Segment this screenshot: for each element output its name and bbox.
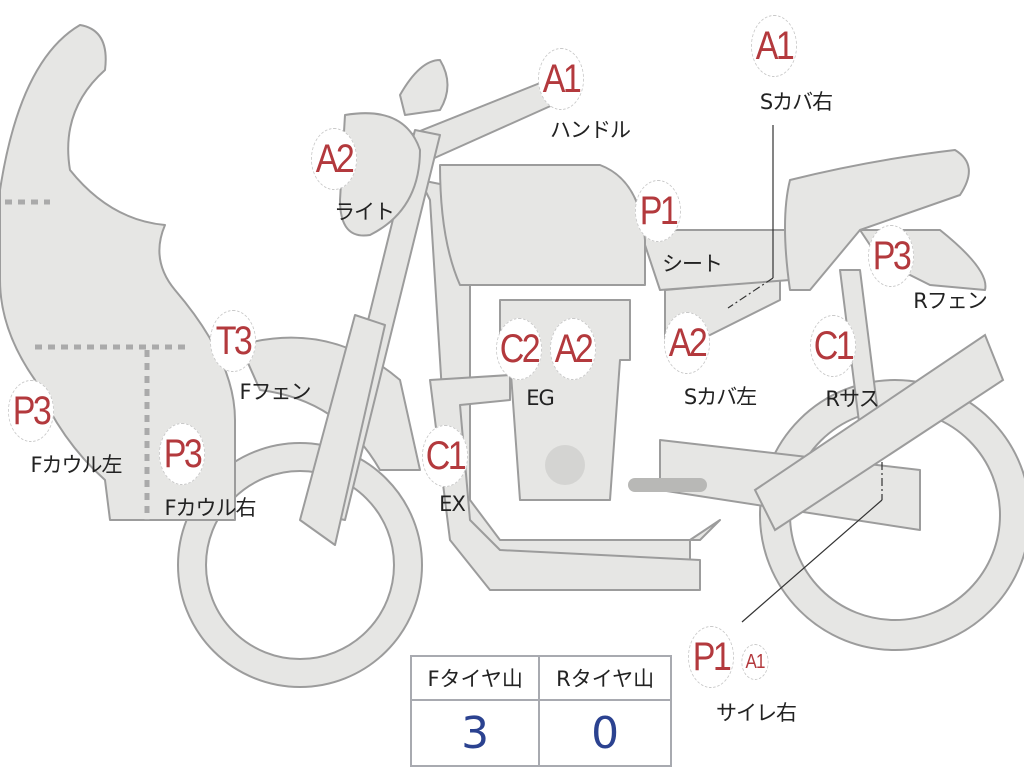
part-label-front-cowl-right: Fカウル右	[164, 496, 256, 520]
headlight	[339, 112, 421, 237]
damage-badge: A1	[538, 48, 584, 110]
part-label-side-cover-right: Sカバ右	[759, 90, 833, 114]
part-label-side-cover-left: Sカバ左	[683, 385, 757, 409]
exhaust	[429, 374, 701, 591]
front-tire-value: 3	[409, 699, 541, 767]
damage-badge: P1	[688, 626, 734, 688]
front-wheel-fill	[179, 444, 421, 686]
damage-badge: C1	[810, 315, 856, 377]
mirror	[399, 59, 449, 116]
tail-cowl	[784, 149, 970, 291]
damage-badge: P3	[159, 423, 205, 485]
fork-lower	[299, 314, 386, 546]
muffler	[753, 333, 1005, 532]
engine-cover	[545, 445, 585, 485]
leader-line-muffler	[741, 499, 883, 623]
part-label-handlebar: ハンドル	[550, 118, 631, 142]
front-tire-header: Fタイヤ山	[409, 655, 541, 701]
rear-tire-value: 0	[538, 699, 672, 767]
damage-badge: A2	[664, 312, 710, 374]
damage-badge: C1	[422, 425, 468, 487]
tank	[439, 164, 646, 286]
tire-tread-table: Fタイヤ山 Rタイヤ山 3 0	[409, 655, 672, 767]
part-label-seat: シート	[662, 252, 723, 276]
rear-tire-header: Rタイヤ山	[538, 655, 672, 701]
part-label-rear-suspension: Rサス	[825, 387, 879, 411]
part-label-engine: EG	[526, 386, 555, 410]
part-label-muffler-right: サイレ右	[716, 701, 797, 725]
part-label-light: ライト	[334, 200, 395, 224]
leader-line-scover-right-dash	[727, 277, 774, 309]
damage-badge: P1	[635, 180, 681, 242]
damage-badge: C2	[496, 318, 542, 380]
damage-badge: A1	[751, 15, 797, 77]
damage-badge: A2	[550, 318, 596, 380]
damage-badge: A2	[311, 128, 357, 190]
damage-badge-small: A1	[741, 644, 769, 680]
part-label-front-fender: Fフェン	[239, 380, 311, 404]
part-label-exhaust: EX	[439, 492, 466, 516]
part-label-front-cowl-left: Fカウル左	[30, 453, 122, 477]
damage-badge: P3	[868, 225, 914, 287]
damage-badge: P3	[8, 380, 54, 442]
damage-badge: T3	[210, 310, 256, 372]
part-label-rear-fender: Rフェン	[913, 289, 988, 313]
